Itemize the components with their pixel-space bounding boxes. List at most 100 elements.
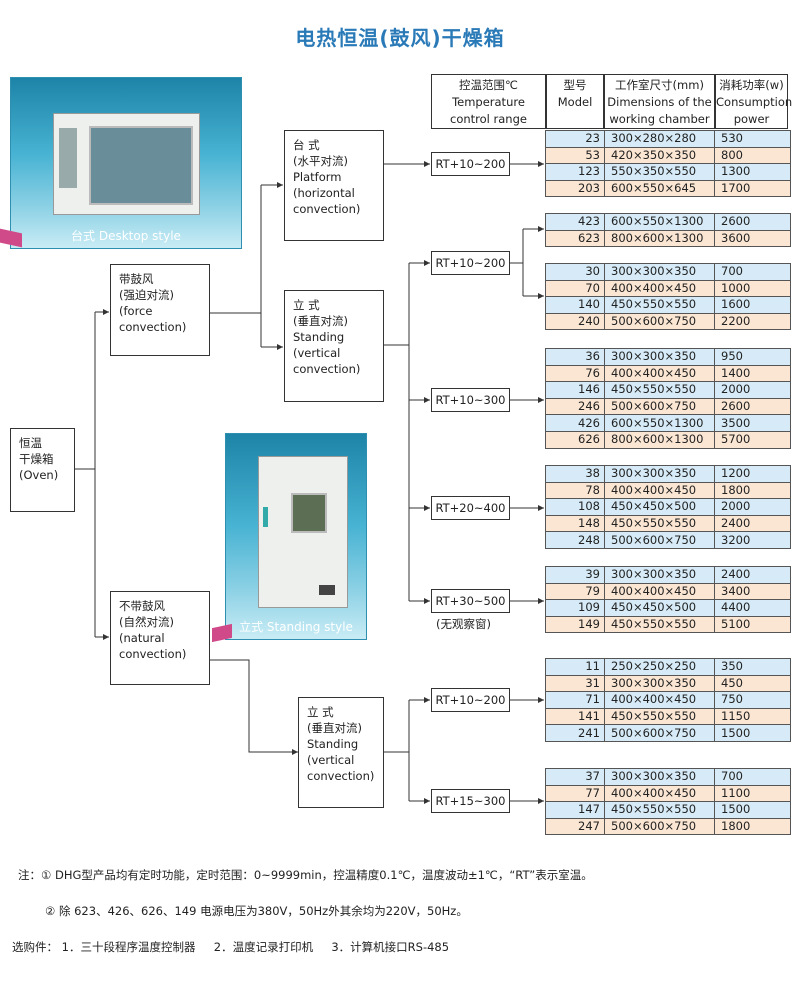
dimensions-cell: 500×600×750: [604, 817, 715, 836]
dimensions-cell: 300×300×350: [604, 263, 715, 281]
model-cell: 23: [545, 130, 605, 148]
range-box: RT+15~300: [431, 789, 510, 813]
power-cell: 1150: [714, 707, 791, 726]
header-temp-range: 控温范围℃ Temperature control range: [431, 74, 546, 129]
dimensions-cell: 500×600×750: [604, 724, 715, 742]
node-platform: 台 式 (水平对流) Platform (horizontal convecti…: [284, 130, 384, 241]
model-cell: 39: [545, 566, 605, 584]
dimensions-cell: 300×300×350: [604, 566, 715, 584]
dimensions-cell: 450×450×500: [604, 599, 715, 617]
power-cell: 3500: [714, 414, 791, 432]
dimensions-cell: 400×400×450: [604, 364, 715, 383]
dimensions-cell: 450×550×550: [604, 615, 715, 634]
desktop-caption: 台式 Desktop style: [71, 229, 181, 243]
model-cell: 623: [545, 229, 605, 248]
standing-oven-photo: 立式 Standing style: [225, 433, 367, 640]
model-cell: 248: [545, 531, 605, 549]
dimensions-cell: 400×400×450: [604, 582, 715, 601]
model-cell: 53: [545, 146, 605, 165]
model-cell: 79: [545, 582, 605, 601]
model-cell: 78: [545, 481, 605, 500]
model-cell: 30: [545, 263, 605, 281]
model-cell: 149: [545, 615, 605, 634]
dimensions-cell: 400×400×450: [604, 691, 715, 709]
options-line: 选购件： 1．三十段程序温度控制器 2．温度记录打印机 3．计算机接口RS-48…: [12, 940, 450, 954]
node-standing-natural: 立 式 (垂直对流) Standing (vertical convection…: [298, 697, 384, 808]
dimensions-cell: 500×600×750: [604, 312, 715, 331]
dimensions-cell: 300×300×350: [604, 674, 715, 693]
model-cell: 36: [545, 348, 605, 366]
power-cell: 1500: [714, 724, 791, 742]
power-cell: 4400: [714, 599, 791, 617]
dimensions-cell: 400×400×450: [604, 784, 715, 803]
power-cell: 530: [714, 130, 791, 148]
dimensions-cell: 450×550×550: [604, 707, 715, 726]
node-standing-forced: 立 式 (垂直对流) Standing (vertical convection…: [284, 290, 384, 402]
dimensions-cell: 300×300×350: [604, 348, 715, 366]
range-box: RT+10~200: [431, 688, 510, 712]
power-cell: 3200: [714, 531, 791, 549]
power-cell: 750: [714, 691, 791, 709]
dimensions-cell: 800×600×1300: [604, 430, 715, 449]
power-cell: 1000: [714, 279, 791, 298]
power-cell: 450: [714, 674, 791, 693]
dimensions-cell: 600×550×645: [604, 179, 715, 198]
power-cell: 5100: [714, 615, 791, 634]
power-cell: 700: [714, 263, 791, 281]
model-cell: 146: [545, 381, 605, 399]
power-cell: 1800: [714, 481, 791, 500]
model-cell: 240: [545, 312, 605, 331]
power-cell: 2600: [714, 397, 791, 416]
model-cell: 71: [545, 691, 605, 709]
model-cell: 246: [545, 397, 605, 416]
power-cell: 2400: [714, 514, 791, 533]
standing-oven-body: [258, 456, 348, 608]
dimensions-cell: 250×250×250: [604, 658, 715, 676]
node-natural-convection: 不带鼓风 (自然对流) (natural convection): [110, 591, 210, 685]
dimensions-cell: 420×350×350: [604, 146, 715, 165]
model-cell: 31: [545, 674, 605, 693]
range-box: RT+20~400: [431, 496, 510, 520]
model-cell: 426: [545, 414, 605, 432]
power-cell: 2000: [714, 381, 791, 399]
model-cell: 626: [545, 430, 605, 449]
range-box: RT+10~300: [431, 388, 510, 412]
dimensions-cell: 300×300×350: [604, 465, 715, 483]
model-cell: 38: [545, 465, 605, 483]
header-power: 消耗功率(w) Consumption power: [715, 74, 792, 129]
dimensions-cell: 500×600×750: [604, 531, 715, 549]
power-cell: 1800: [714, 817, 791, 836]
note-1: 注：① DHG型产品均有定时功能，定时范围：0~9999min，控温精度0.1℃…: [18, 868, 593, 882]
model-cell: 108: [545, 498, 605, 516]
dimensions-cell: 550×350×550: [604, 163, 715, 181]
model-cell: 147: [545, 801, 605, 819]
power-cell: 1300: [714, 163, 791, 181]
dimensions-cell: 600×550×1300: [604, 213, 715, 231]
header-dimensions: 工作室尺寸(mm) Dimensions of the working cham…: [604, 74, 715, 129]
